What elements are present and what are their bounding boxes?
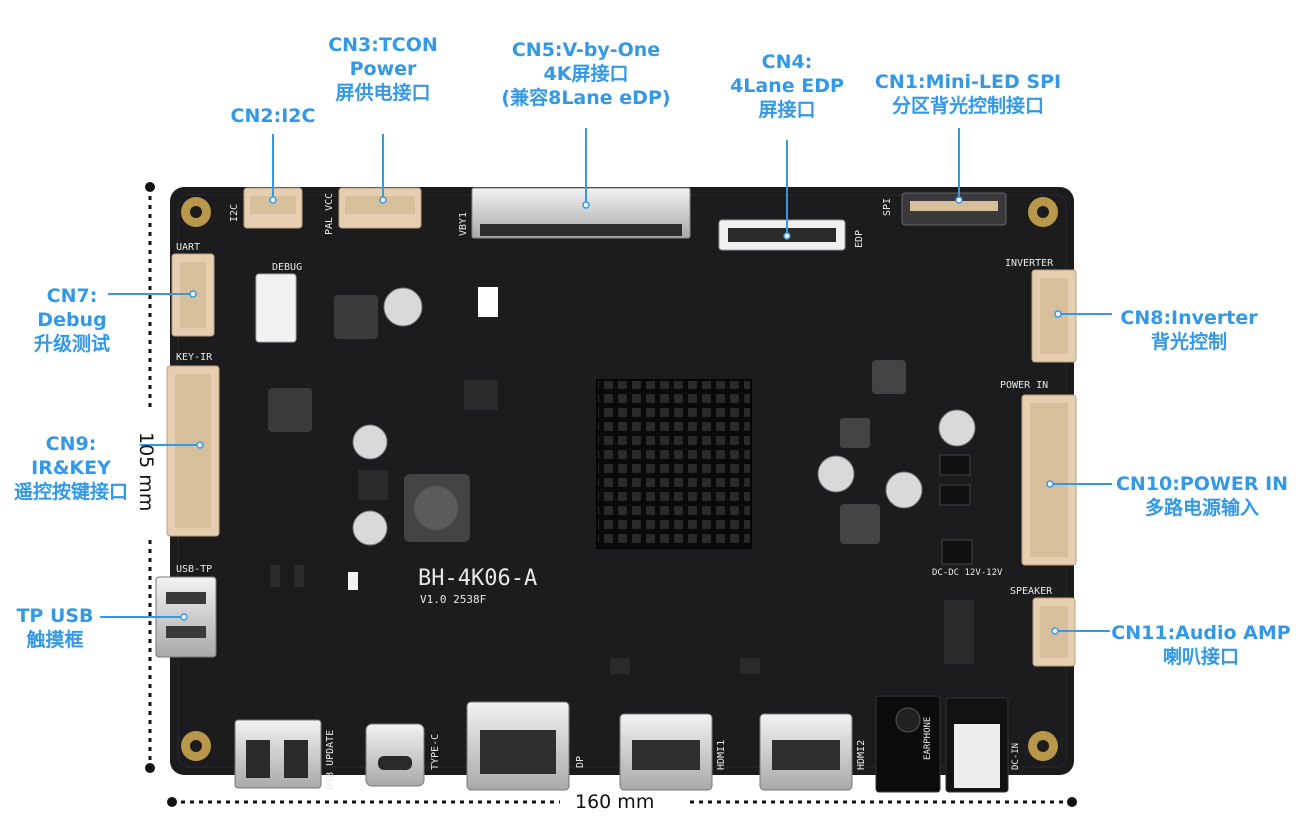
- silk-speaker: SPEAKER: [1010, 586, 1053, 597]
- connector-cn1: [901, 192, 1007, 226]
- connector-cn4: [718, 219, 846, 251]
- silk-key-ir: KEY-IR: [176, 352, 213, 363]
- silk-pal-vcc: PAL VCC: [324, 193, 335, 235]
- silk-dp: DP: [575, 756, 586, 768]
- silk-usb-update: USB UPDATE: [325, 730, 336, 790]
- port-hdmi2: [759, 713, 853, 791]
- silk-i2c: I2C: [229, 204, 240, 222]
- silk-debug: DEBUG: [272, 262, 302, 273]
- heatsink: [596, 379, 752, 549]
- dimension-height-label: 105 mm: [135, 432, 157, 511]
- silk-power-in: POWER IN: [1000, 380, 1048, 391]
- dimension-height: [145, 182, 155, 773]
- silk-usb-tp: USB-TP: [176, 564, 212, 575]
- board-version: V1.0 2538F: [420, 593, 486, 606]
- components: [268, 287, 976, 674]
- silk-earphone: EARPHONE: [923, 717, 933, 760]
- connector-cn8: [1031, 269, 1077, 363]
- connector-cn5: [471, 187, 691, 239]
- port-usb-update: [234, 719, 322, 789]
- callout-cn2: CN2:I2C: [230, 105, 316, 127]
- leader-lines: [100, 128, 1112, 632]
- silk-type-c: TYPE-C: [430, 734, 441, 770]
- connector-debug: [255, 273, 297, 343]
- connector-cn9: [166, 365, 220, 537]
- dimension-width-label: 160 mm: [575, 791, 655, 813]
- connector-cn3: [338, 187, 422, 229]
- silk-edp: EDP: [854, 230, 865, 248]
- silk-uart: UART: [176, 242, 200, 253]
- dimension-width: [167, 797, 1077, 807]
- silk-hdmi2: HDMI2: [856, 740, 867, 770]
- silk-dcdc: DC-DC 12V-12V: [932, 568, 1003, 578]
- port-earphone: [875, 695, 941, 793]
- leader-dots: [180, 196, 1062, 635]
- silk-spi: SPI: [882, 198, 893, 216]
- silk-inverter: INVERTER: [1005, 258, 1054, 269]
- connector-cn10: [1021, 394, 1077, 566]
- silk-hdmi1: HDMI1: [716, 740, 727, 770]
- port-dp: [466, 701, 570, 791]
- connector-cn2: [243, 187, 303, 229]
- mounting-holes: [181, 197, 1058, 761]
- port-type-c: [365, 723, 425, 787]
- silk-dc-in: DC-IN: [1011, 743, 1021, 770]
- port-dc-in: [945, 697, 1009, 793]
- silk-vby1: VBY1: [458, 212, 469, 236]
- board-model: BH-4K06-A: [418, 566, 537, 591]
- port-hdmi1: [619, 713, 713, 791]
